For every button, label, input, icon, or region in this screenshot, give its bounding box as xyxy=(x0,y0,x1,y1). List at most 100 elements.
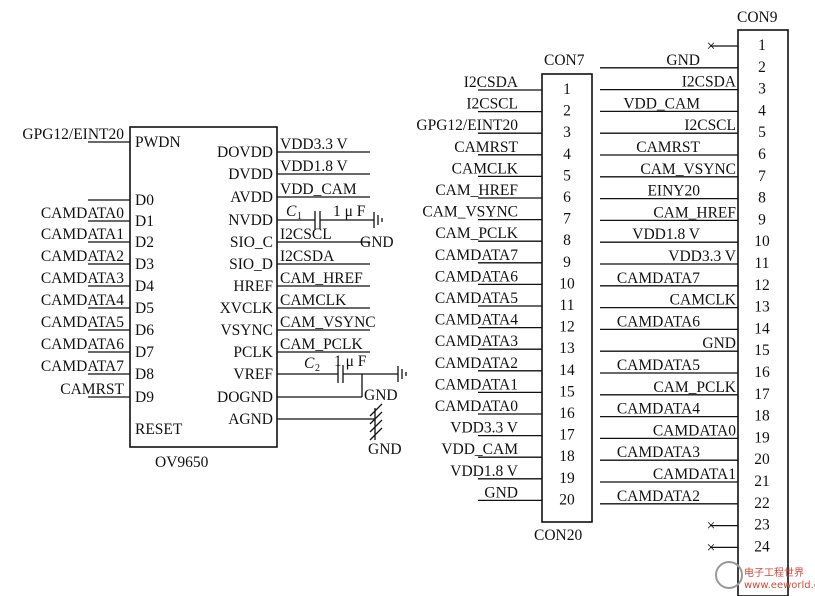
con7-net-label: CAMCLK xyxy=(452,160,519,177)
con9-pin-number: 10 xyxy=(754,233,770,250)
con9-pin-number: 17 xyxy=(754,386,770,403)
ic-right-net-label: CAM_PCLK xyxy=(280,336,363,353)
con9-pin-number: 21 xyxy=(754,473,770,490)
dognd-gnd-label: GND xyxy=(364,387,398,404)
con9-net-label: GND xyxy=(702,335,736,352)
con7-net-label: CAMDATA3 xyxy=(435,333,518,350)
con9-net-label: CAM_VSYNC xyxy=(640,161,736,178)
ic-pin-href: HREF xyxy=(233,278,273,295)
con7-net-label: GPG12/EINT20 xyxy=(416,117,518,134)
ic-right-net-label: VDD_CAM xyxy=(280,181,357,198)
ic-right-net-label: I2CSDA xyxy=(280,248,335,265)
ic-left-net-label: CAMDATA1 xyxy=(41,226,124,243)
con9-pin-number: 7 xyxy=(758,168,766,185)
ic-right-net-label: CAMCLK xyxy=(280,292,347,309)
con7-title: CON7 xyxy=(544,52,585,69)
con9-pin-number: 16 xyxy=(754,364,770,381)
con7-net-label: CAM_PCLK xyxy=(435,225,518,242)
ic-left-net-label: CAMDATA7 xyxy=(41,358,124,375)
ic-pin-pwdn: PWDN xyxy=(135,134,181,151)
con9-net-label: EINY20 xyxy=(647,183,700,200)
con9-pin-number: 5 xyxy=(758,124,766,141)
con9-net-label: GND xyxy=(666,52,700,69)
con9-net-label: CAMDATA2 xyxy=(617,488,700,505)
ic-pin-d0: D0 xyxy=(135,192,154,209)
con7-pin-number: 7 xyxy=(563,211,571,228)
con7-pin-number: 1 xyxy=(563,81,571,98)
ic-pin-pclk: PCLK xyxy=(233,344,273,361)
con9-pin-number: 18 xyxy=(754,408,770,425)
con9-net-label: CAMDATA3 xyxy=(617,444,700,461)
con9-pin-number: 11 xyxy=(755,255,770,272)
con7-net-label: I2CSDA xyxy=(464,74,519,91)
ic-left-net-label: CAMDATA6 xyxy=(41,336,124,353)
ic-pin-sio-d: SIO_D xyxy=(229,256,273,273)
con9-nc-mark: × xyxy=(707,518,716,535)
con7-pin-number: 13 xyxy=(559,340,575,357)
ic-pin-d4: D4 xyxy=(135,278,154,295)
con9-net-label: I2CSCL xyxy=(684,117,736,134)
ic-pin-nvdd: NVDD xyxy=(228,212,273,229)
con9-net-label: CAMCLK xyxy=(670,292,737,309)
con7-net-label: CAMDATA7 xyxy=(435,247,518,264)
con9-pin-number: 2 xyxy=(758,59,766,76)
ic-body xyxy=(129,126,278,448)
watermark-logo: 电子工程世界 www.eeworld.com.cn xyxy=(715,561,815,591)
ic-pin-d9: D9 xyxy=(135,389,154,406)
con7-net-label: I2CSCL xyxy=(466,96,518,113)
con9-body xyxy=(737,29,789,596)
ic-pin-d6: D6 xyxy=(135,322,154,339)
ic-right-net-label: VDD3.3 V xyxy=(280,136,349,153)
con7-net-label: CAM_VSYNC xyxy=(422,204,518,221)
con9-title: CON9 xyxy=(737,9,778,26)
ic-part-name: OV9650 xyxy=(155,454,209,471)
con7-net-label: CAMDATA0 xyxy=(435,398,518,415)
ic-pin-dognd: DOGND xyxy=(217,389,273,406)
con7-pin-number: 19 xyxy=(559,470,575,487)
watermark-text: 电子工程世界 xyxy=(744,566,804,579)
con9-pin-number: 4 xyxy=(758,102,766,119)
c2-subscript: 2 xyxy=(315,363,320,374)
ic-right-net-label: CAM_HREF xyxy=(280,270,363,287)
ic-pin-xvclk: XVCLK xyxy=(220,300,274,317)
con7-net-label: VDD3.3 V xyxy=(450,420,519,437)
ic-pin-d8: D8 xyxy=(135,366,154,383)
ic-left-net-label: CAMDATA0 xyxy=(41,205,124,222)
ic-pin-avdd: AVDD xyxy=(230,189,273,206)
con9-net-label: CAMDATA7 xyxy=(617,270,700,287)
con7-footer: CON20 xyxy=(534,527,582,544)
con7-net-label: CAMDATA1 xyxy=(435,376,518,393)
con9-net-label: VDD1.8 V xyxy=(632,226,701,243)
con7-pin-number: 12 xyxy=(559,319,575,336)
con7-pin-number: 2 xyxy=(563,103,571,120)
ic-right-net-label: CAM_VSYNC xyxy=(280,314,376,331)
con9-net-label: VDD3.3 V xyxy=(668,248,737,265)
con9-pin-number: 8 xyxy=(758,190,766,207)
con9-net-label: CAMDATA0 xyxy=(653,422,736,439)
con9-pin-number: 20 xyxy=(754,451,770,468)
con7-pin-number: 16 xyxy=(559,405,575,422)
con7-net-label: VDD1.8 V xyxy=(450,463,519,480)
con7-net-label: CAMDATA4 xyxy=(435,312,518,329)
con9-net-label: CAMDATA4 xyxy=(617,401,700,418)
con7-pin-number: 3 xyxy=(563,124,571,141)
con7-net-label: GND xyxy=(484,484,518,501)
con9-pin-number: 6 xyxy=(758,146,766,163)
ic-right-net-label: I2CSCL xyxy=(280,226,332,243)
con7-pin-number: 10 xyxy=(559,275,575,292)
ic-left-net-label: CAMDATA4 xyxy=(41,292,124,309)
con7-pin-number: 18 xyxy=(559,448,575,465)
con9-pin-number: 24 xyxy=(754,538,770,555)
ground-symbols: GND GND xyxy=(277,374,402,458)
con7-pin-number: 6 xyxy=(563,189,571,206)
watermark-url: www.eeworld.com.cn xyxy=(744,580,815,591)
capacitor-c1: C 1 1 μ F GND xyxy=(277,203,394,251)
con9-pin-number: 3 xyxy=(758,81,766,98)
con7-body xyxy=(541,73,593,523)
con9-pin-number: 13 xyxy=(754,299,770,316)
ic-pin-d2: D2 xyxy=(135,234,154,251)
agnd-gnd-label: GND xyxy=(368,441,402,458)
